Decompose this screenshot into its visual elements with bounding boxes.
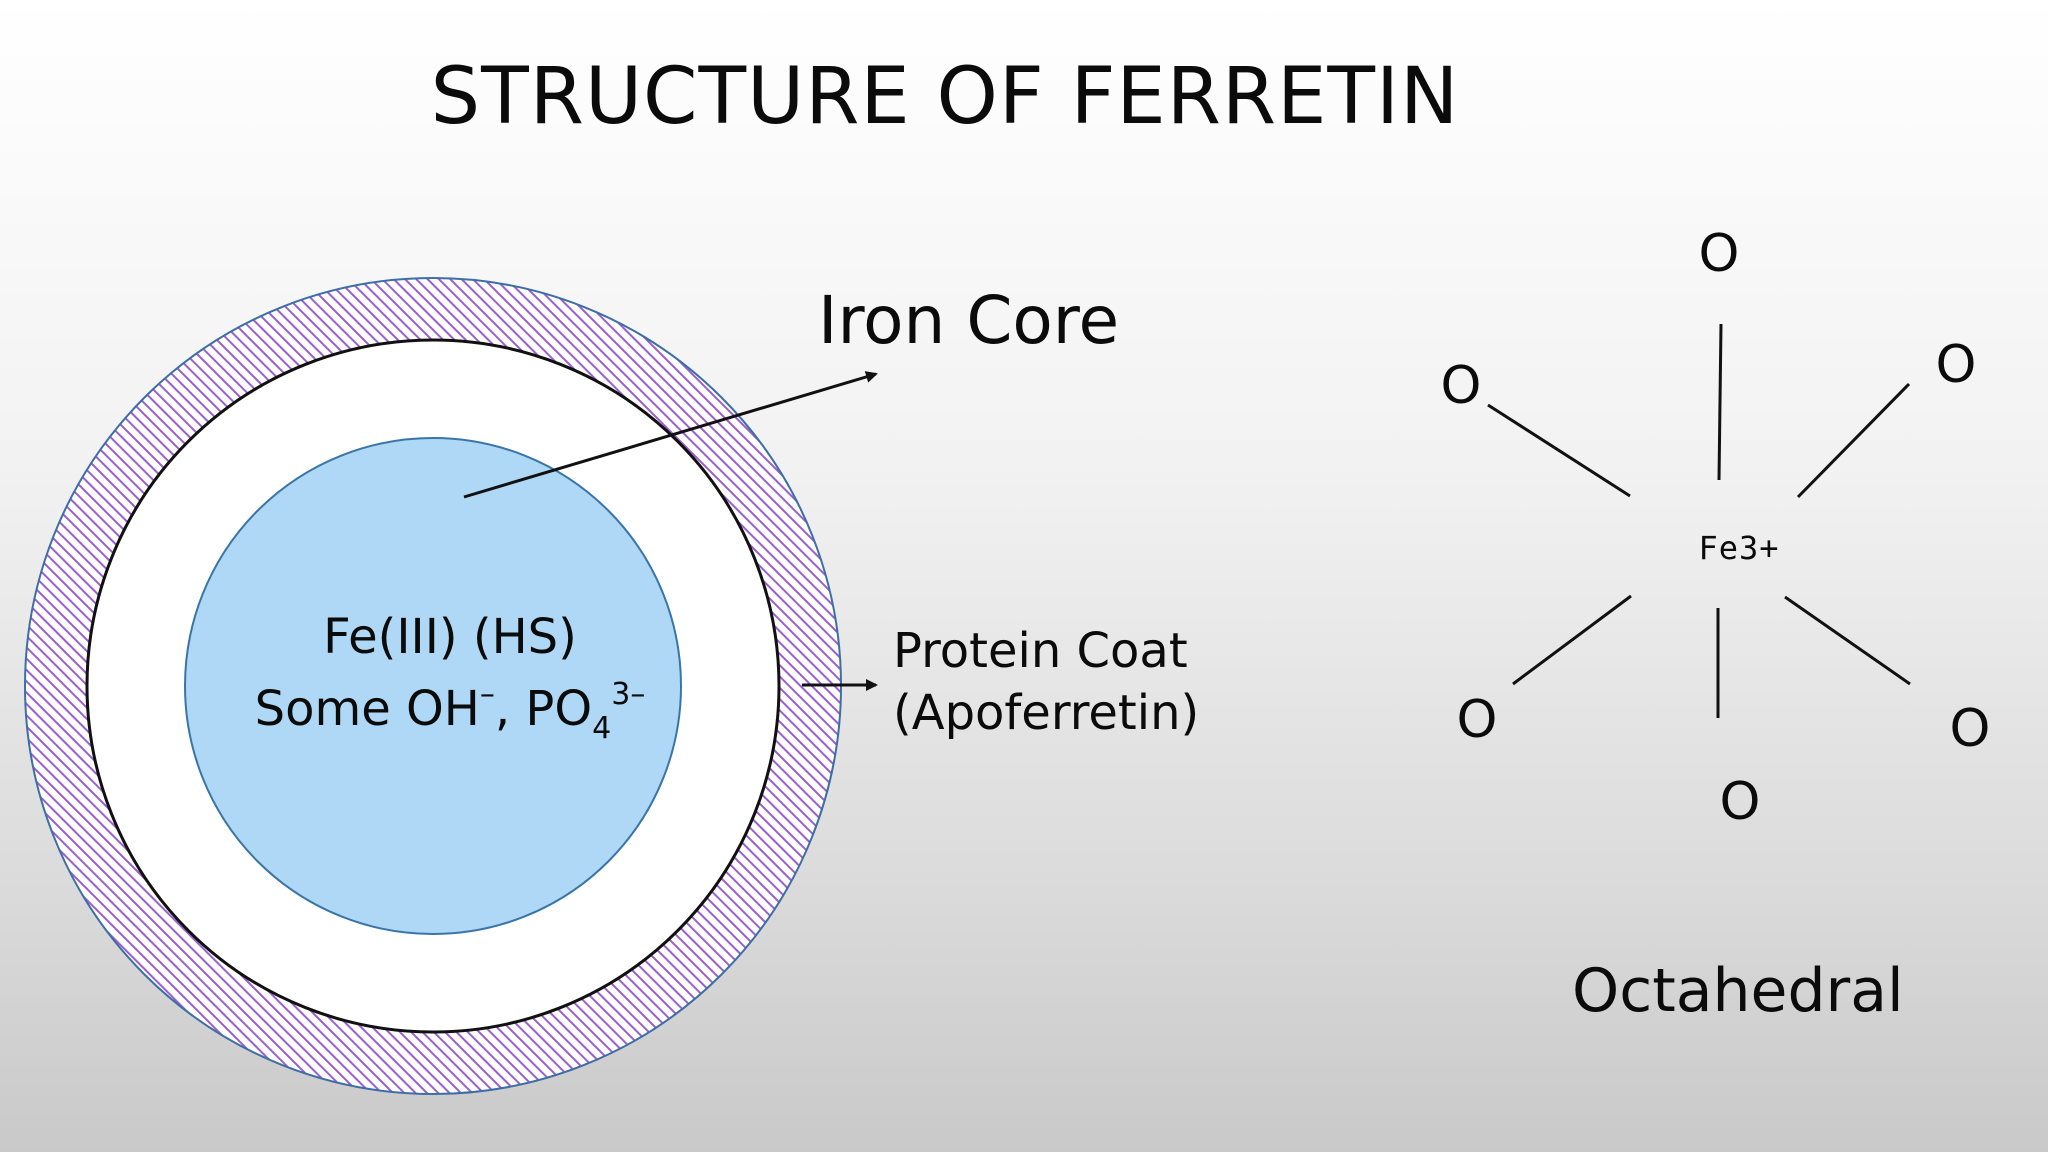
hydroxide-charge: – bbox=[479, 677, 495, 712]
protein-coat-line1: Protein Coat bbox=[893, 623, 1188, 679]
core-line2-prefix: Some OH bbox=[254, 681, 480, 737]
ligand-o-upper-right: O bbox=[1935, 335, 1977, 395]
core-line1: Fe(III) (HS) bbox=[323, 609, 577, 665]
ligand-o-upper-left: O bbox=[1440, 356, 1482, 416]
slide-title: STRUCTURE OF FERRETIN bbox=[430, 52, 1460, 142]
bond-top bbox=[1717, 323, 1723, 481]
phosphate-charge: 3– bbox=[611, 677, 646, 712]
bond-upper-left bbox=[1487, 403, 1631, 498]
geometry-label: Octahedral bbox=[1572, 956, 1904, 1026]
core-line2: Some OH–, PO43– bbox=[180, 668, 720, 758]
core-line2-mid: , PO bbox=[494, 681, 593, 737]
ligand-o-bottom: O bbox=[1719, 772, 1761, 832]
iron-core-circle bbox=[184, 437, 682, 935]
iron-core-label: Iron Core bbox=[818, 282, 1120, 359]
ligand-o-top: O bbox=[1698, 224, 1740, 284]
metal-center-label: Fe3+ bbox=[1698, 529, 1780, 567]
iron-core-arrow bbox=[463, 371, 878, 499]
octahedral-bonds bbox=[1487, 323, 1911, 718]
phosphate-subscript: 4 bbox=[592, 710, 612, 746]
bond-lower-right bbox=[1784, 595, 1911, 686]
bond-upper-right bbox=[1796, 382, 1911, 499]
core-composition: Fe(III) (HS) Some OH–, PO43– bbox=[180, 606, 720, 758]
protein-coat-line2: (Apoferretin) bbox=[893, 685, 1200, 741]
bond-lower-left bbox=[1512, 594, 1632, 686]
ligand-o-lower-right: O bbox=[1949, 699, 1991, 759]
ligand-o-lower-left: O bbox=[1456, 690, 1498, 750]
protein-coat-label: Protein Coat (Apoferretin) bbox=[893, 620, 1199, 744]
